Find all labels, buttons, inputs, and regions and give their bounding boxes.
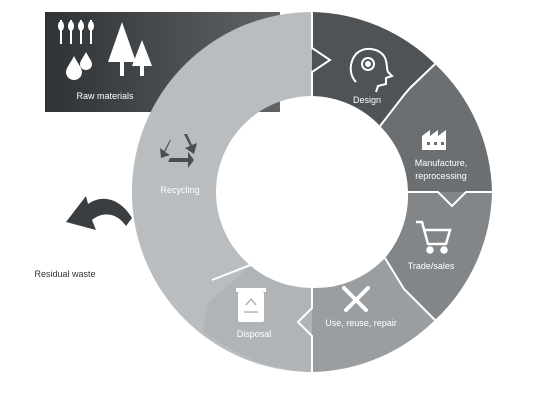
water-drops-icon bbox=[66, 52, 92, 80]
shopping-cart-icon bbox=[416, 220, 452, 254]
recycling-label: Recycling bbox=[160, 185, 199, 195]
residual-waste-label: Residual waste bbox=[34, 269, 95, 279]
manufacture-label-line2: reprocessing bbox=[415, 171, 467, 181]
factory-icon bbox=[422, 130, 446, 150]
manufacture-segment bbox=[380, 64, 492, 192]
design-label: Design bbox=[353, 95, 381, 105]
trade-segment bbox=[385, 192, 492, 320]
hammer-wrench-icon bbox=[342, 286, 370, 312]
head-gear-icon bbox=[349, 48, 394, 93]
use-label: Use, reuse, repair bbox=[325, 318, 397, 328]
trade-label: Trade/sales bbox=[408, 261, 455, 271]
recycle-icon bbox=[160, 134, 197, 168]
recycle-bin-icon bbox=[236, 288, 266, 322]
manufacture-label: Manufacture, bbox=[415, 158, 468, 168]
curved-arrow-icon bbox=[66, 196, 132, 230]
design-segment bbox=[312, 12, 435, 126]
wheat-icon bbox=[58, 20, 94, 44]
raw-materials-label: Raw materials bbox=[76, 91, 134, 101]
disposal-label: Disposal bbox=[237, 329, 272, 339]
trees-icon bbox=[108, 22, 152, 76]
